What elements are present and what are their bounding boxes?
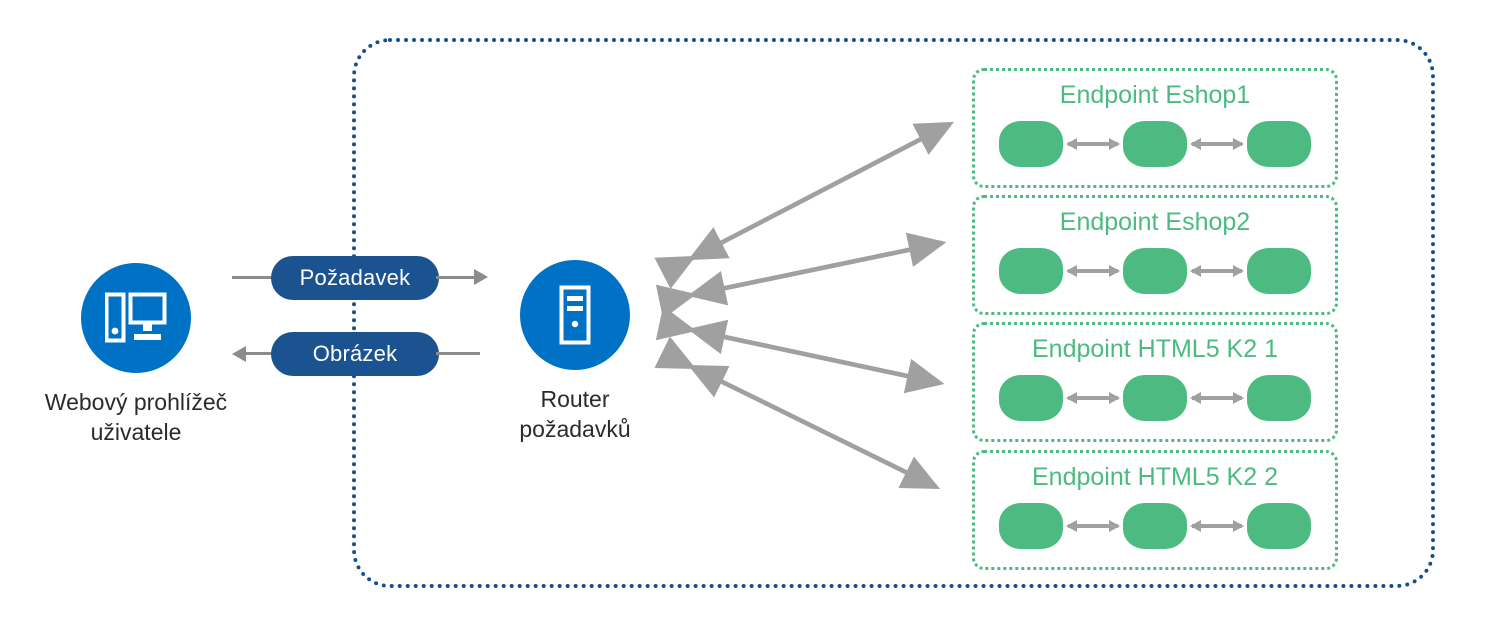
endpoint-node[interactable]: [1123, 248, 1187, 294]
endpoint-link-icon: [1187, 516, 1247, 536]
endpoint-link-icon: [1063, 134, 1123, 154]
endpoint-node-row: [975, 248, 1335, 294]
node-web-browser[interactable]: Webový prohlížeč uživatele: [18, 263, 254, 447]
endpoint-node-row: [975, 375, 1335, 421]
image-arrowhead-icon: [232, 346, 246, 362]
endpoint-node[interactable]: [999, 248, 1063, 294]
flow-label-request[interactable]: Požadavek: [271, 256, 439, 300]
endpoint-link-icon: [1187, 261, 1247, 281]
request-arrowhead-icon: [474, 269, 488, 285]
endpoint-node[interactable]: [1247, 121, 1311, 167]
endpoint-node[interactable]: [999, 121, 1063, 167]
image-line-left: [246, 352, 278, 355]
request-line-left: [232, 276, 276, 279]
endpoint-group-1[interactable]: Endpoint Eshop1: [972, 68, 1338, 188]
request-router-caption: Router požadavků: [519, 386, 631, 442]
endpoint-node[interactable]: [1123, 503, 1187, 549]
flow-label-image[interactable]: Obrázek: [271, 332, 439, 376]
endpoint-link-icon: [1063, 261, 1123, 281]
endpoint-link-icon: [1187, 134, 1247, 154]
desktop-computer-icon: [105, 292, 167, 343]
node-request-router[interactable]: Router požadavků: [516, 260, 634, 444]
endpoint-node-row: [975, 121, 1335, 167]
endpoint-node[interactable]: [1123, 375, 1187, 421]
endpoint-link-icon: [1063, 388, 1123, 408]
endpoint-node[interactable]: [999, 503, 1063, 549]
web-browser-circle: [81, 263, 191, 373]
server-tower-icon: [559, 285, 591, 345]
endpoint-link-icon: [1187, 388, 1247, 408]
endpoint-node[interactable]: [1247, 248, 1311, 294]
endpoint-group-2[interactable]: Endpoint Eshop2: [972, 195, 1338, 315]
web-browser-caption: Webový prohlížeč uživatele: [44, 389, 228, 445]
endpoint-title: Endpoint Eshop1: [1059, 81, 1251, 109]
endpoint-node[interactable]: [1123, 121, 1187, 167]
endpoint-title: Endpoint Eshop2: [1059, 208, 1251, 236]
endpoint-title: Endpoint HTML5 K2 2: [1032, 463, 1278, 491]
server-farm-region: [352, 38, 1435, 588]
request-line-right: [436, 276, 478, 279]
endpoint-group-3[interactable]: Endpoint HTML5 K2 1: [972, 322, 1338, 442]
endpoint-link-icon: [1063, 516, 1123, 536]
image-line-right: [436, 352, 480, 355]
endpoint-node[interactable]: [999, 375, 1063, 421]
endpoint-group-4[interactable]: Endpoint HTML5 K2 2: [972, 450, 1338, 570]
endpoint-node[interactable]: [1247, 375, 1311, 421]
request-router-circle: [520, 260, 630, 370]
endpoint-node-row: [975, 503, 1335, 549]
endpoint-node[interactable]: [1247, 503, 1311, 549]
endpoint-title: Endpoint HTML5 K2 1: [1032, 335, 1278, 363]
